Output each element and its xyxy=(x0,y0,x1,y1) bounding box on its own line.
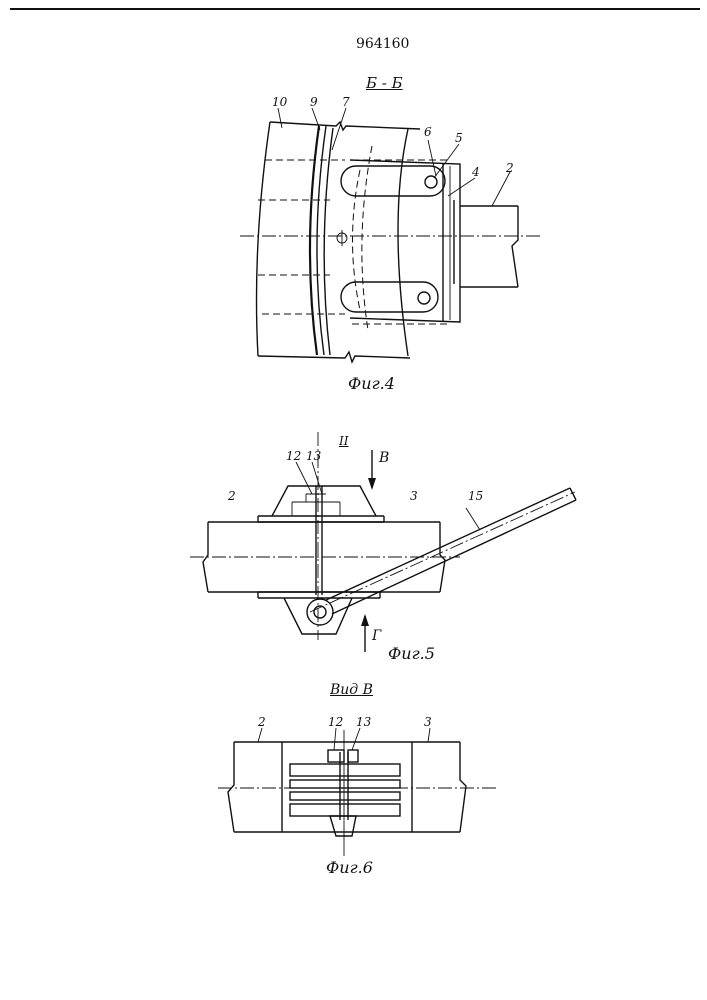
figure-6-caption: Фиг.6 xyxy=(326,858,373,877)
callout-12-fig6: 12 xyxy=(328,716,343,728)
callout-2-fig6: 2 xyxy=(258,716,266,728)
view-b-title: Вид В xyxy=(330,682,373,698)
callout-3-fig6: 3 xyxy=(424,716,432,728)
callout-13-fig6: 13 xyxy=(356,716,371,728)
